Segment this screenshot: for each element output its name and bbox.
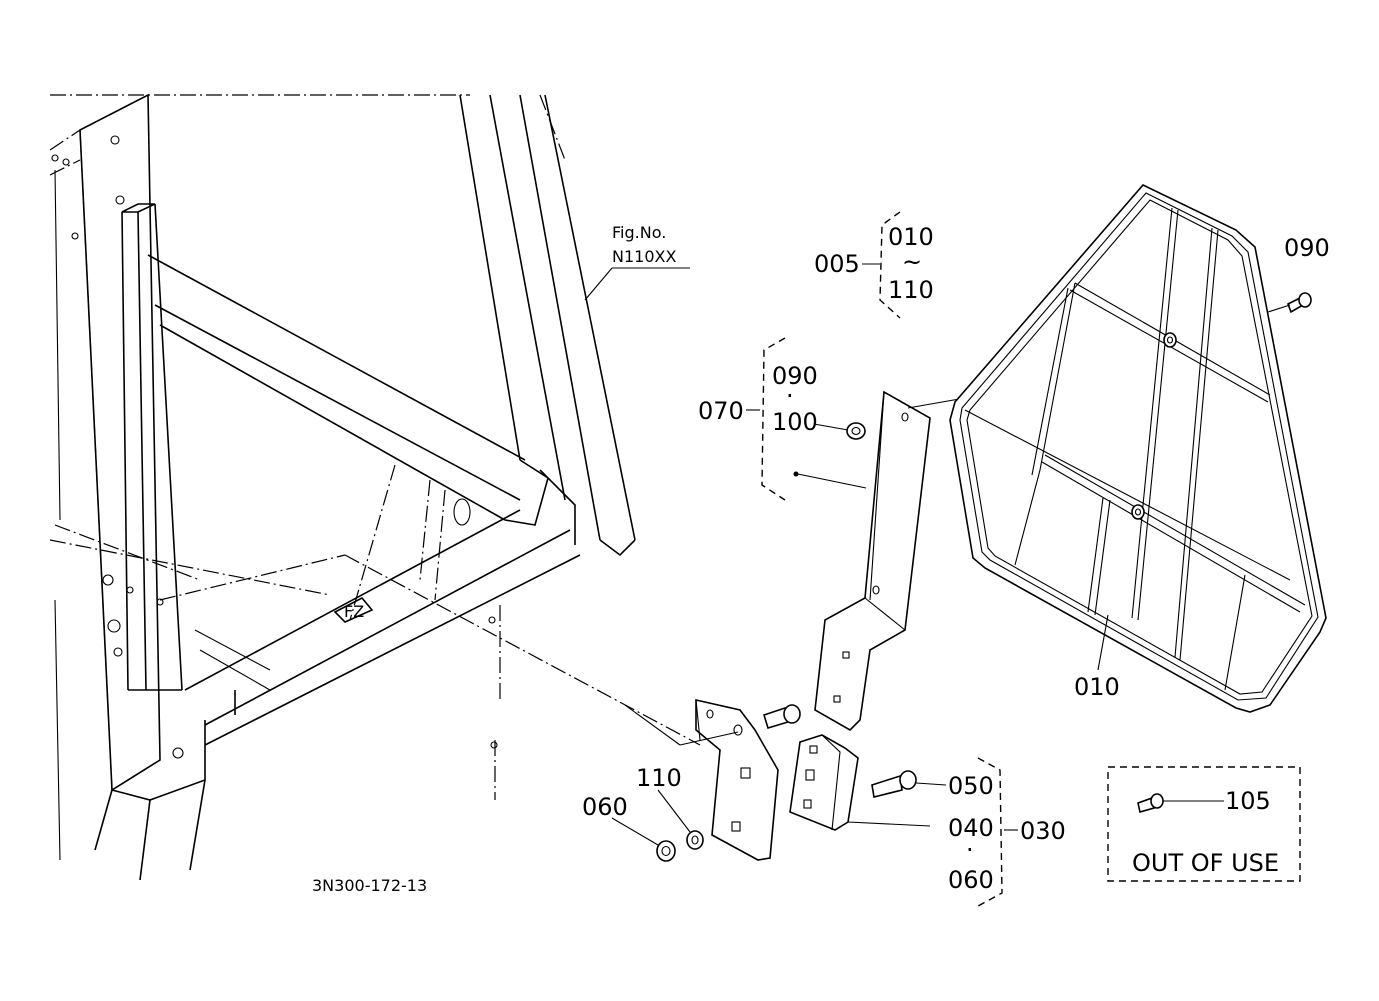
- group-070-a: 090: [772, 362, 818, 390]
- hinge-block-040: [789, 734, 931, 831]
- group-070-label: 070: [698, 397, 744, 425]
- mirror-010: [949, 184, 1327, 713]
- svg-text:FZ: FZ: [344, 602, 364, 621]
- part-110-label: 110: [636, 764, 682, 792]
- group-005-callout: 005 010 ~ 110: [814, 211, 934, 319]
- part-090-top-label: 090: [1284, 234, 1330, 262]
- drawing-code: 3N300-172-13: [312, 876, 427, 895]
- out-of-use-box: 105 OUT OF USE: [1107, 766, 1301, 882]
- group-005-range: ~: [902, 248, 922, 276]
- group-005-label: 005: [814, 250, 860, 278]
- fig-no-label: Fig.No.: [612, 223, 666, 242]
- group-005-from: 010: [888, 223, 934, 251]
- group-030-callout: 050 040 · 060 030: [948, 757, 1066, 907]
- part-040-label: 040: [948, 814, 994, 842]
- cabin-frame: FZ: [49, 93, 701, 881]
- washer-110: [657, 789, 704, 850]
- bolt-050: [871, 770, 947, 798]
- part-040-dot: ·: [966, 836, 974, 864]
- group-070-b: 100: [772, 408, 818, 436]
- screw-090: [1267, 292, 1312, 314]
- group-070-callout: 070 090 · 100: [698, 337, 867, 501]
- group-005-to: 110: [888, 276, 934, 304]
- out-of-use-label: OUT OF USE: [1132, 849, 1279, 877]
- nut-100: [846, 422, 866, 440]
- bolt-plate: [763, 704, 801, 729]
- part-030-label: 030: [1020, 817, 1066, 845]
- part-010-label: 010: [1074, 673, 1120, 701]
- part-105-label: 105: [1225, 787, 1271, 815]
- mount-plate: [624, 698, 779, 861]
- group-070-dot: ·: [786, 382, 794, 410]
- part-060-left-label: 060: [582, 793, 628, 821]
- part-060-right-label: 060: [948, 866, 994, 894]
- part-050-label: 050: [948, 772, 994, 800]
- fig-no-callout: Fig.No. N110XX: [584, 223, 690, 301]
- nut-060: [611, 817, 676, 862]
- fig-no-value: N110XX: [612, 247, 676, 266]
